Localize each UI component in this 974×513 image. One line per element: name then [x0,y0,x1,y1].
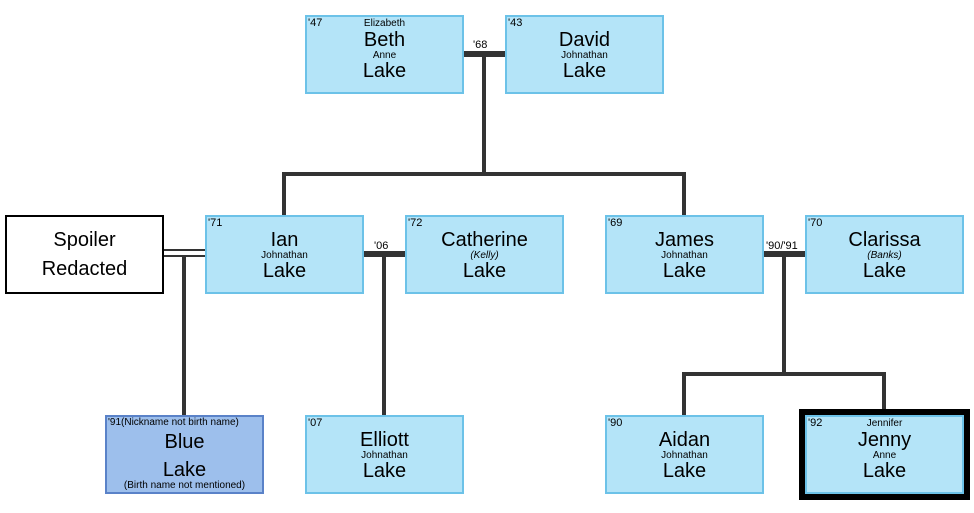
birth-year: '71 [208,217,223,229]
drop-line-james [682,172,686,216]
last-name: Redacted [41,258,128,280]
marriage-year-ian-catherine: '06 [374,240,389,252]
birth-year: '70 [808,217,823,229]
middle-name: Johnathan [261,250,308,261]
first-name: Ian [270,229,299,251]
maiden-name: (Banks) [867,250,902,261]
person-box-blue[interactable]: '91(Nickname not birth name) Blue Lake (… [105,415,264,494]
marriage-line-beth-david [463,51,505,57]
descent-line-james-clarissa [782,257,786,375]
person-box-spoiler[interactable]: Spoiler Redacted [5,215,164,294]
first-name: Jenny [857,429,912,451]
last-name: Lake [662,260,707,282]
first-name: Catherine [441,229,528,251]
descent-line-beth-david [482,57,486,175]
person-box-jenny[interactable]: '92 Jennifer Jenny Anne Lake [799,409,970,500]
middle-name: Johnathan [561,50,608,61]
first-name: Blue [164,431,205,453]
last-name: Lake [562,60,607,82]
first-name: Beth [363,29,406,51]
first-name: David [558,29,611,51]
middle-name: Anne [372,50,397,61]
birth-year: '72 [408,217,423,229]
first-name: Spoiler [53,229,116,251]
first-name: Clarissa [848,229,921,251]
drop-line-ian [282,172,286,216]
middle-name: Johnathan [361,450,408,461]
drop-line-jenny [882,372,886,412]
birth-year: '92 [808,417,823,429]
sibling-bar-ian-james [282,172,686,176]
middle-name: Johnathan [661,250,708,261]
marriage-year-james-clarissa: '90/'91 [766,240,798,252]
person-box-james[interactable]: '69 James Johnathan Lake [605,215,764,294]
full-first-name: Jennifer [866,418,903,429]
last-name: Lake [862,460,907,482]
marriage-line-james-clarissa [763,251,805,257]
partner-line-spoiler-ian-top [163,249,205,251]
person-box-clarissa[interactable]: '70 Clarissa (Banks) Lake [805,215,964,294]
first-name: James [655,229,714,251]
birth-year: '43 [508,17,523,29]
birth-year: '47 [308,17,323,29]
last-name: Lake [662,460,707,482]
person-box-aidan[interactable]: '90 Aidan Johnathan Lake [605,415,764,494]
full-first-name: Elizabeth [363,18,406,29]
last-name: Lake [462,260,507,282]
person-box-david[interactable]: '43 David Johnathan Lake [505,15,664,94]
marriage-line-ian-catherine [363,251,405,257]
person-box-elliott[interactable]: '07 Elliott Johnathan Lake [305,415,464,494]
person-box-ian[interactable]: '71 Ian Johnathan Lake [205,215,364,294]
drop-line-aidan [682,372,686,416]
name-note: (Birth name not mentioned) [123,480,246,491]
birth-year: '90 [608,417,623,429]
middle-name: Anne [872,450,897,461]
descent-line-blue [182,257,186,416]
birth-year: '69 [608,217,623,229]
maiden-name: (Kelly) [470,250,499,261]
first-name: Aidan [658,429,711,451]
last-name: Lake [362,60,407,82]
sibling-bar-aidan-jenny [682,372,886,376]
birth-year: '91(Nickname not birth name) [108,417,239,428]
last-name: Lake [262,260,307,282]
last-name: Lake [362,460,407,482]
last-name: Lake [162,459,207,481]
middle-name: Johnathan [661,450,708,461]
descent-line-elliott [382,257,386,416]
partner-line-spoiler-ian-bottom [163,255,205,257]
person-box-catherine[interactable]: '72 Catherine (Kelly) Lake [405,215,564,294]
birth-year: '07 [308,417,323,429]
first-name: Elliott [360,429,409,451]
person-box-beth[interactable]: '47 Elizabeth Beth Anne Lake [305,15,464,94]
marriage-year-beth-david: '68 [473,39,488,51]
last-name: Lake [862,260,907,282]
